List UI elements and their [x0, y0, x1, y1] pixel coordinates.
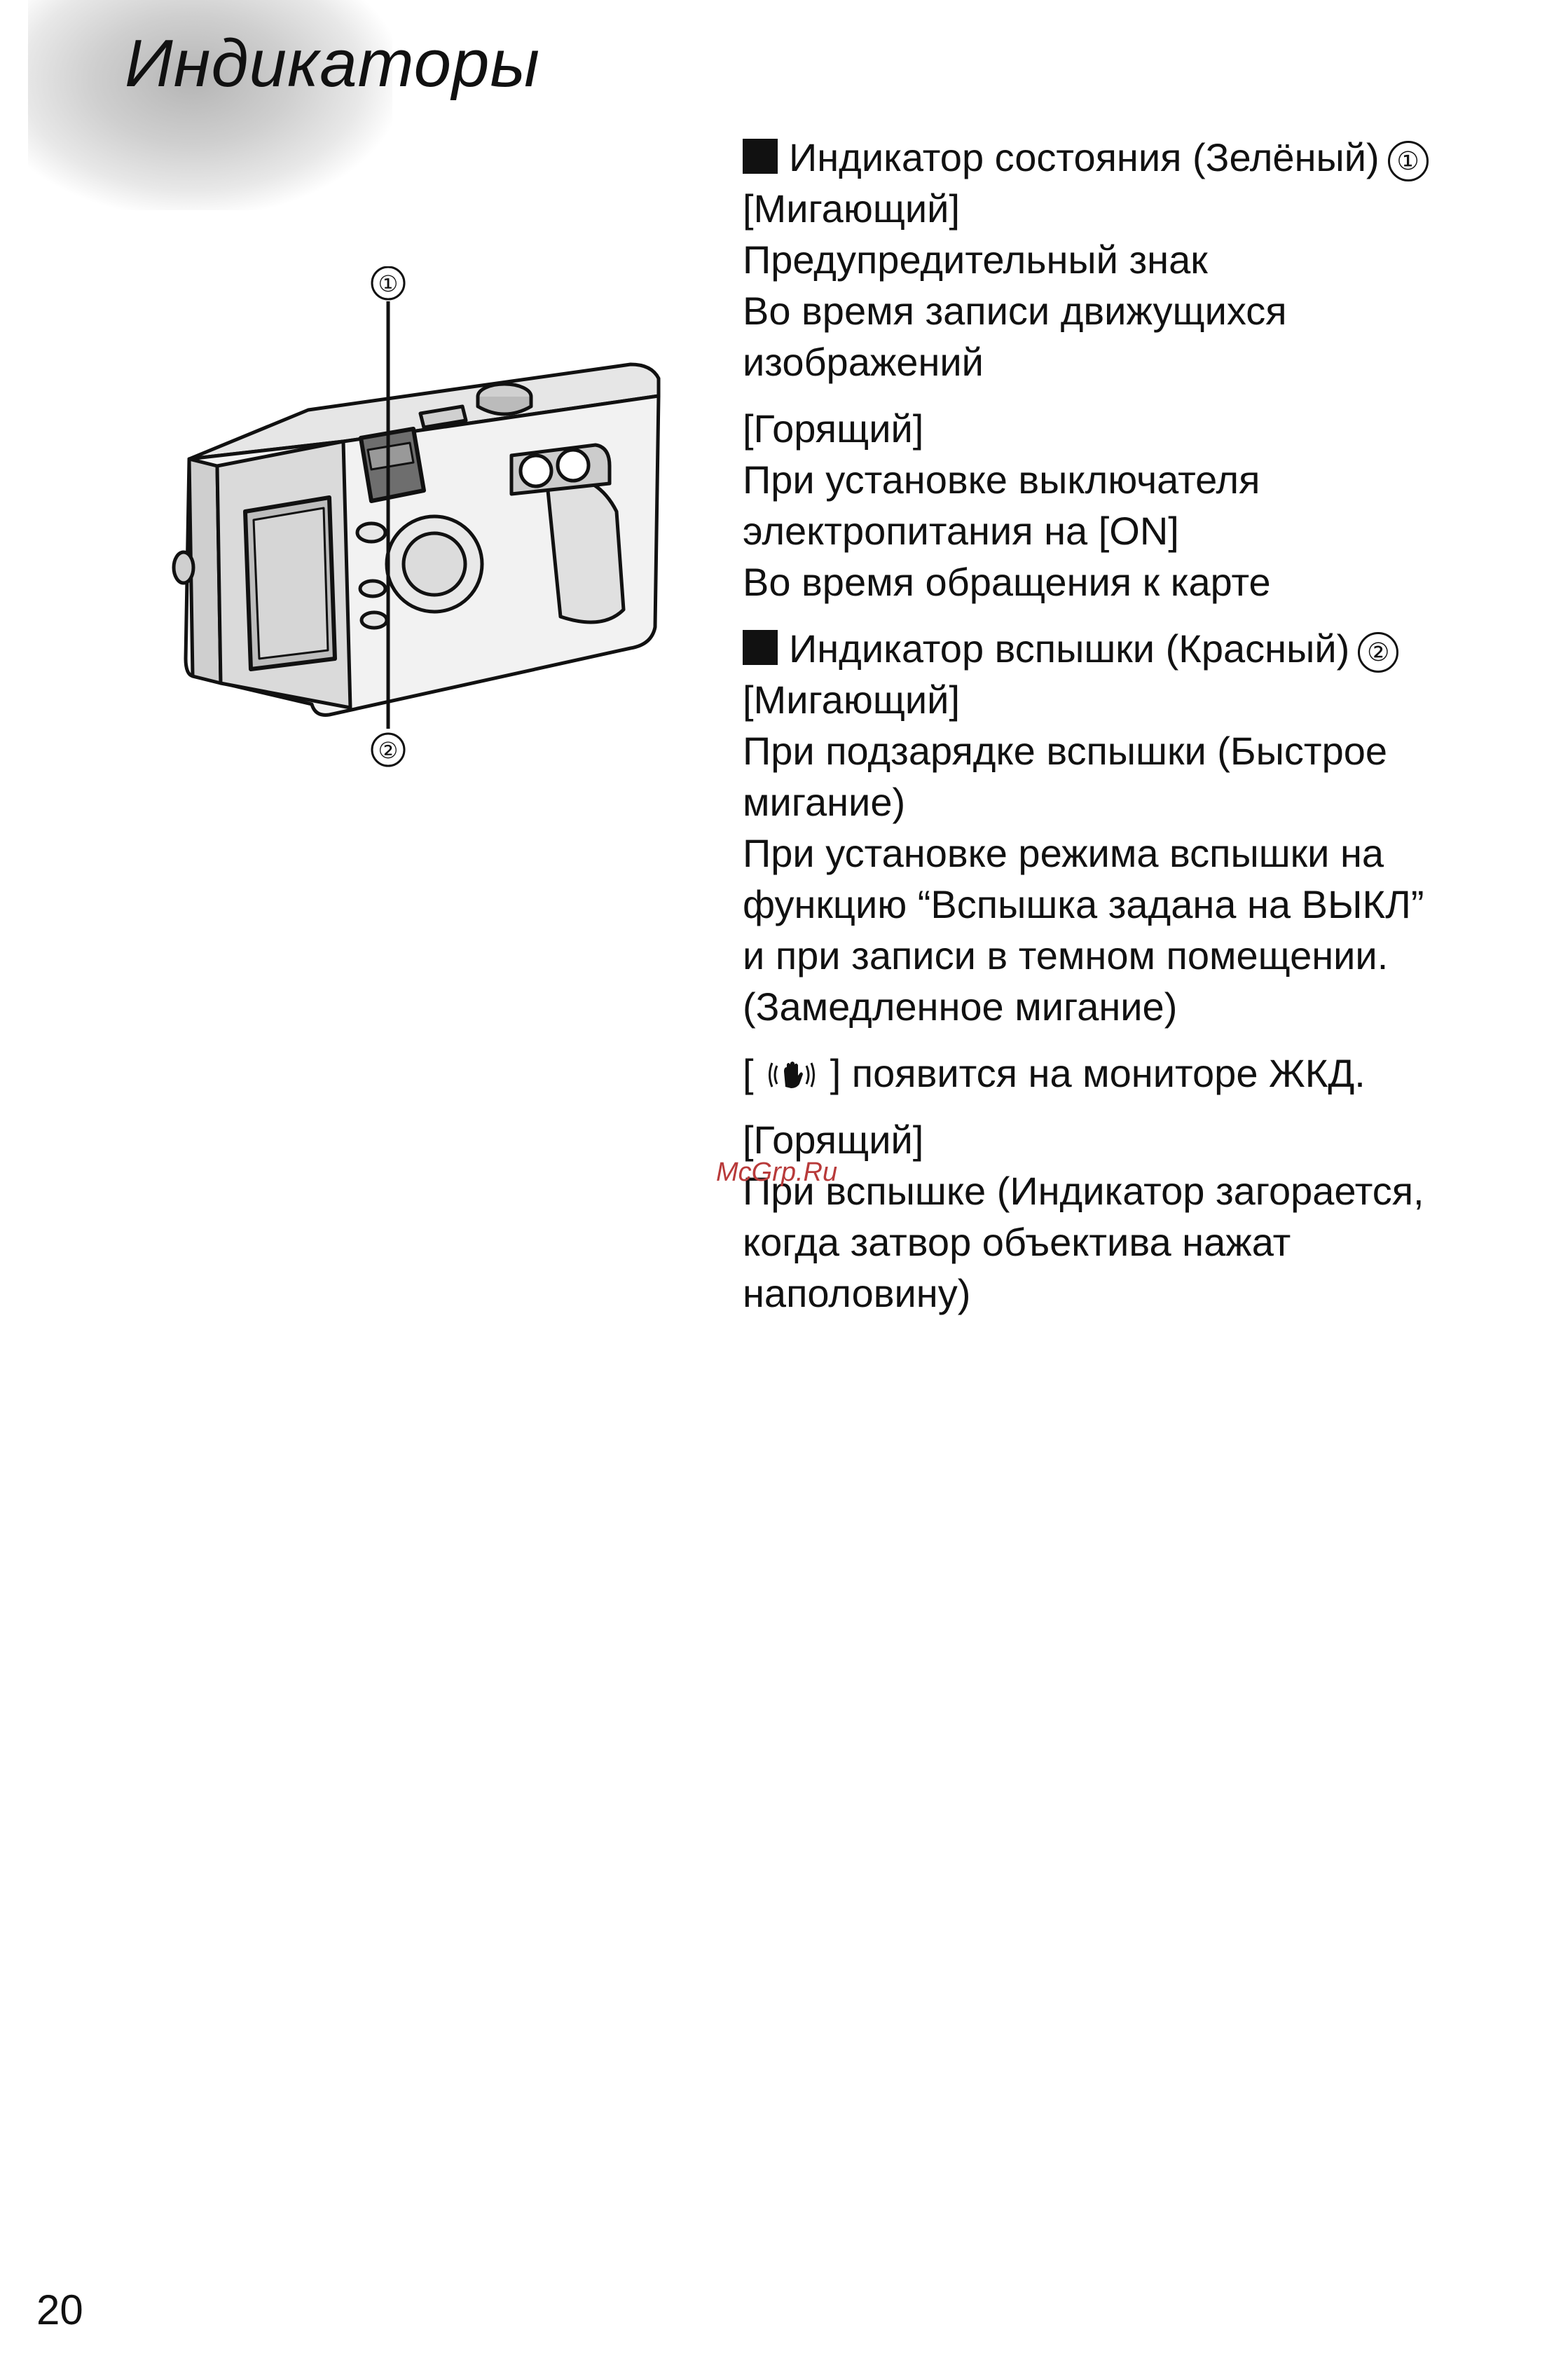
flash-lit-label: [Горящий]	[743, 1118, 924, 1162]
page-number: 20	[36, 2286, 83, 2333]
status-lit-label: [Горящий]	[743, 406, 924, 451]
status-indicator-section: Индикатор состояния (Зелёный)① [Мигающий…	[743, 132, 1548, 608]
flash-blinking-line: и при записи в темном помещении.	[743, 933, 1389, 977]
status-lit-line: Во время обращения к карте	[743, 560, 1271, 604]
square-bullet-icon	[743, 630, 778, 665]
status-blinking-line: Предупредительный знак	[743, 238, 1208, 282]
flash-blinking-line: функцию “Вспышка задана на ВЫКЛ”	[743, 882, 1424, 926]
marker-2-icon: ②	[1358, 632, 1399, 673]
indicator-descriptions: Индикатор состояния (Зелёный)① [Мигающий…	[743, 132, 1548, 1319]
camera-illustration: ① ②	[172, 266, 661, 767]
lcd-note-text: ] появится на мониторе ЖКД.	[830, 1051, 1366, 1095]
flash-blinking-line: При установке режима вспышки на	[743, 831, 1384, 875]
flash-indicator-section: Индикатор вспышки (Красный)② [Мигающий] …	[743, 623, 1548, 1319]
flash-lit-line: наполовину)	[743, 1271, 971, 1315]
flash-blinking-line: При подзарядке вспышки (Быстрое	[743, 729, 1388, 773]
flash-lit-line: При вспышке (Индикатор загорается,	[743, 1169, 1424, 1213]
page-title: Индикаторы	[125, 26, 540, 101]
status-lit-line: электропитания на [ON]	[743, 509, 1179, 553]
status-indicator-heading: Индикатор состояния (Зелёный)①	[743, 132, 1548, 183]
status-blinking-line: изображений	[743, 340, 984, 384]
flash-indicator-title: Индикатор вспышки (Красный)	[789, 626, 1350, 671]
flash-blinking-label: [Мигающий]	[743, 678, 961, 722]
lcd-note-open-bracket: [	[743, 1051, 754, 1095]
square-bullet-icon	[743, 139, 778, 174]
title-shading	[28, 0, 392, 210]
hand-shake-icon	[769, 1062, 816, 1088]
watermark: McGrp.Ru	[716, 1158, 838, 1187]
callout-1-label: ①	[378, 271, 399, 296]
lcd-note: [ ] появится на мониторе ЖКД.	[743, 1048, 1548, 1099]
flash-lit-line: когда затвор объектива нажат	[743, 1220, 1291, 1264]
flash-blinking-line: (Замедленное мигание)	[743, 985, 1178, 1029]
status-blinking-line: Во время записи движущихся	[743, 289, 1287, 333]
flash-blinking-line: мигание)	[743, 780, 906, 824]
status-lit-line: При установке выключателя	[743, 458, 1260, 502]
status-blinking-label: [Мигающий]	[743, 186, 961, 231]
status-indicator-title: Индикатор состояния (Зелёный)	[789, 135, 1380, 179]
callout-2-label: ②	[378, 738, 399, 763]
flash-indicator-heading: Индикатор вспышки (Красный)②	[743, 623, 1548, 674]
marker-1-icon: ①	[1387, 141, 1429, 181]
